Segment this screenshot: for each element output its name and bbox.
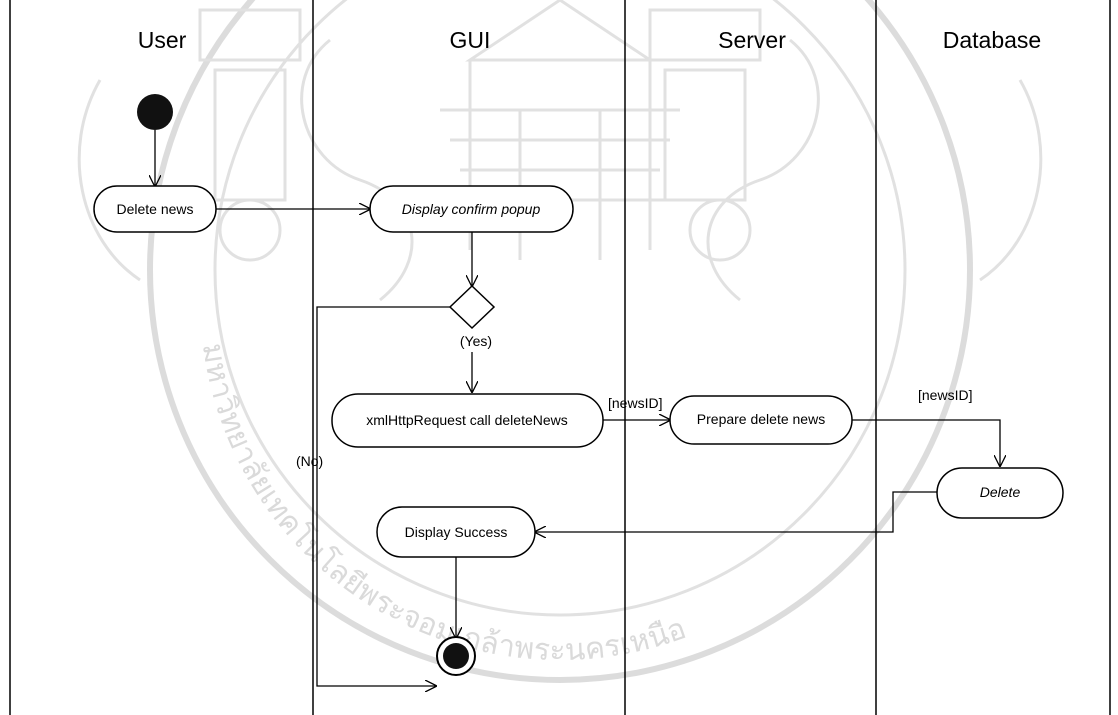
watermark-seal: มหาวิทยาลัยเทคโนโลยีพระจอมเกล้าพระนครเหน… [77, 0, 1043, 683]
decision-node [448, 284, 496, 330]
lane-title-user: User [138, 27, 187, 53]
activity-xml-request: xmlHttpRequest call deleteNews [331, 393, 604, 448]
guard-yes: (Yes) [460, 333, 492, 349]
flow-prepare-to-delete [852, 419, 1000, 466]
swimlanes [9, 0, 1111, 715]
lane-title-server: Server [718, 27, 786, 53]
activity-display-success-label: Display Success [405, 524, 508, 540]
flow-no-to-end [316, 306, 450, 686]
activity-display-confirm-label: Display confirm popup [402, 201, 541, 217]
lane-title-gui: GUI [450, 27, 491, 53]
final-node [436, 636, 476, 676]
activity-display-confirm: Display confirm popup [369, 185, 574, 233]
initial-node [137, 94, 173, 130]
activity-display-success: Display Success [376, 506, 536, 558]
guard-no: (No) [296, 453, 323, 469]
watermark-arc-text: มหาวิทยาลัยเทคโนโลยีพระจอมเกล้าพระนครเหน… [196, 341, 690, 667]
activity-delete-label: Delete [980, 484, 1021, 500]
activity-delete-news: Delete news [93, 185, 217, 233]
lane-title-database: Database [943, 27, 1041, 53]
activity-xml-request-label: xmlHttpRequest call deleteNews [366, 412, 568, 428]
guard-news-id-request: [newsID] [608, 395, 662, 411]
activity-prepare-delete: Prepare delete news [669, 395, 853, 445]
flow-delete-to-success [535, 491, 937, 532]
activity-prepare-delete-label: Prepare delete news [697, 411, 825, 427]
guard-news-id-prepare: [newsID] [918, 387, 972, 403]
activity-delete: Delete [936, 467, 1064, 519]
flows [155, 130, 1000, 686]
activity-delete-news-label: Delete news [116, 201, 193, 217]
